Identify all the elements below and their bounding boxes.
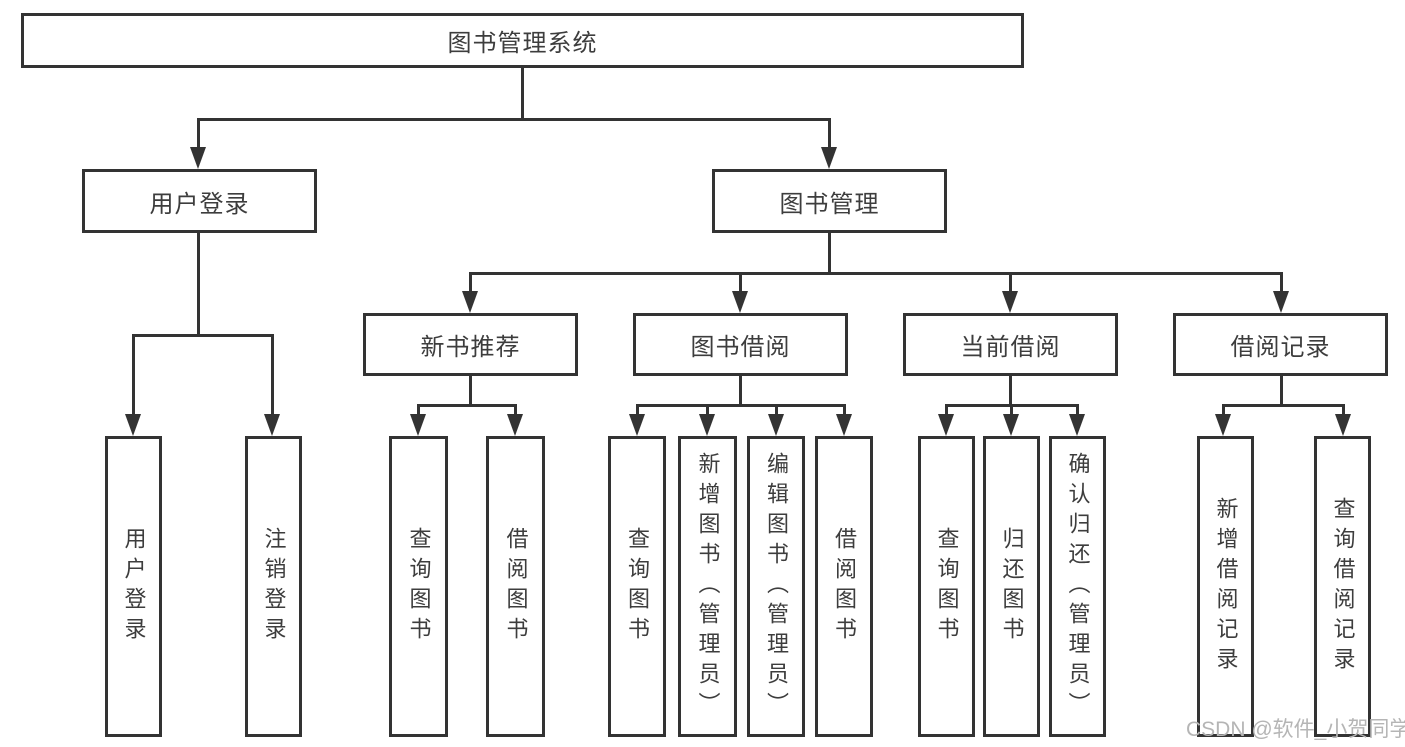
leaf-logout: 注销登录	[245, 436, 302, 737]
leaf-current-confirm-admin: 确认归还（管理员）	[1049, 436, 1106, 737]
edge-borrow-bar	[636, 404, 845, 407]
arrow-down-icon	[410, 414, 426, 436]
watermark: CSDN @软件_小贺同学	[1186, 718, 1405, 741]
node-borrow-records: 借阅记录	[1173, 313, 1388, 376]
node-book-borrow: 图书借阅	[633, 313, 848, 376]
node-current-borrow-label: 当前借阅	[960, 334, 1061, 361]
leaf-records-add: 新增借阅记录	[1197, 436, 1254, 737]
node-new-book-recommend: 新书推荐	[363, 313, 578, 376]
arrow-down-icon	[938, 414, 954, 436]
leaf-current-query-label: 查询图书	[934, 526, 960, 647]
node-book-management-label: 图书管理	[779, 190, 880, 218]
edge-borrow-drop-1	[636, 404, 639, 418]
leaf-user-login: 用户登录	[105, 436, 162, 737]
node-user-login-label: 用户登录	[149, 190, 250, 218]
edge-newbook-drop-1	[417, 404, 420, 418]
leaf-current-query: 查询图书	[918, 436, 975, 737]
leaf-user-login-label: 用户登录	[121, 526, 147, 647]
arrow-down-icon	[1215, 414, 1231, 436]
leaf-current-confirm-admin-label: 确认归还（管理员）	[1065, 451, 1091, 722]
edge-borrow-stem	[739, 376, 742, 407]
edge-newbook-drop-2	[514, 404, 517, 418]
arrow-down-icon	[462, 291, 478, 313]
node-root-label: 图书管理系统	[447, 30, 598, 57]
leaf-current-return: 归还图书	[983, 436, 1040, 737]
edge-mgmt-stem	[828, 233, 831, 275]
leaf-logout-label: 注销登录	[261, 526, 287, 647]
arrow-down-icon	[836, 414, 852, 436]
edge-current-drop-1	[945, 404, 948, 418]
leaf-borrow-query: 查询图书	[608, 436, 666, 737]
arrow-down-icon	[1002, 291, 1018, 313]
leaf-newbook-query-label: 查询图书	[406, 526, 432, 647]
edge-mgmt-drop-3	[1009, 272, 1012, 295]
leaf-borrow-query-label: 查询图书	[625, 526, 650, 647]
arrow-down-icon	[1273, 291, 1289, 313]
node-root: 图书管理系统	[21, 13, 1024, 68]
edge-records-drop-2	[1342, 404, 1345, 418]
edge-records-drop-1	[1222, 404, 1225, 418]
node-borrow-records-label: 借阅记录	[1230, 334, 1331, 361]
edge-records-stem	[1280, 376, 1283, 407]
arrow-down-icon	[190, 147, 206, 169]
leaf-borrow-book: 借阅图书	[815, 436, 873, 737]
node-user-login: 用户登录	[82, 169, 317, 233]
edge-root-stem	[521, 68, 524, 118]
edge-user-bar	[132, 334, 274, 337]
arrow-down-icon	[1335, 414, 1351, 436]
arrow-down-icon	[507, 414, 523, 436]
arrow-down-icon	[1003, 414, 1019, 436]
edge-user-drop-2	[271, 334, 274, 416]
leaf-newbook-query: 查询图书	[389, 436, 448, 737]
arrow-down-icon	[125, 414, 141, 436]
edge-newbook-stem	[469, 376, 472, 407]
leaf-newbook-borrow: 借阅图书	[486, 436, 545, 737]
leaf-records-query: 查询借阅记录	[1314, 436, 1371, 737]
edge-current-drop-3	[1076, 404, 1079, 418]
arrow-down-icon	[264, 414, 280, 436]
edge-mgmt-bar	[469, 272, 1282, 275]
arrow-down-icon	[1069, 414, 1085, 436]
leaf-borrow-add-admin: 新增图书（管理员）	[678, 436, 737, 737]
leaf-newbook-borrow-label: 借阅图书	[503, 526, 529, 647]
edge-records-bar	[1222, 404, 1344, 407]
edge-borrow-drop-2	[706, 404, 709, 418]
arrow-down-icon	[732, 291, 748, 313]
arrow-down-icon	[768, 414, 784, 436]
edge-mgmt-drop-1	[469, 272, 472, 295]
edge-root-right-drop	[828, 118, 831, 151]
leaf-borrow-add-admin-label: 新增图书（管理员）	[695, 451, 721, 722]
edge-newbook-bar	[417, 404, 517, 407]
edge-current-drop-2	[1010, 404, 1013, 418]
edge-current-stem	[1009, 376, 1012, 407]
edge-user-stem	[197, 233, 200, 337]
edge-mgmt-drop-2	[739, 272, 742, 295]
leaf-borrow-edit-admin-label: 编辑图书（管理员）	[764, 451, 789, 722]
node-new-book-recommend-label: 新书推荐	[420, 334, 521, 361]
leaf-borrow-book-label: 借阅图书	[832, 526, 857, 647]
leaf-records-query-label: 查询借阅记录	[1330, 496, 1356, 677]
arrow-down-icon	[821, 147, 837, 169]
edge-user-drop-1	[132, 334, 135, 416]
arrow-down-icon	[629, 414, 645, 436]
edge-borrow-drop-4	[843, 404, 846, 418]
edge-root-bar	[197, 118, 831, 121]
leaf-borrow-edit-admin: 编辑图书（管理员）	[747, 436, 805, 737]
leaf-records-add-label: 新增借阅记录	[1213, 496, 1239, 677]
edge-borrow-drop-3	[775, 404, 778, 418]
edge-mgmt-drop-4	[1280, 272, 1283, 295]
edge-root-left-drop	[197, 118, 200, 151]
node-book-borrow-label: 图书借阅	[690, 334, 791, 361]
node-current-borrow: 当前借阅	[903, 313, 1118, 376]
arrow-down-icon	[699, 414, 715, 436]
leaf-current-return-label: 归还图书	[999, 526, 1025, 647]
node-book-management: 图书管理	[712, 169, 947, 233]
